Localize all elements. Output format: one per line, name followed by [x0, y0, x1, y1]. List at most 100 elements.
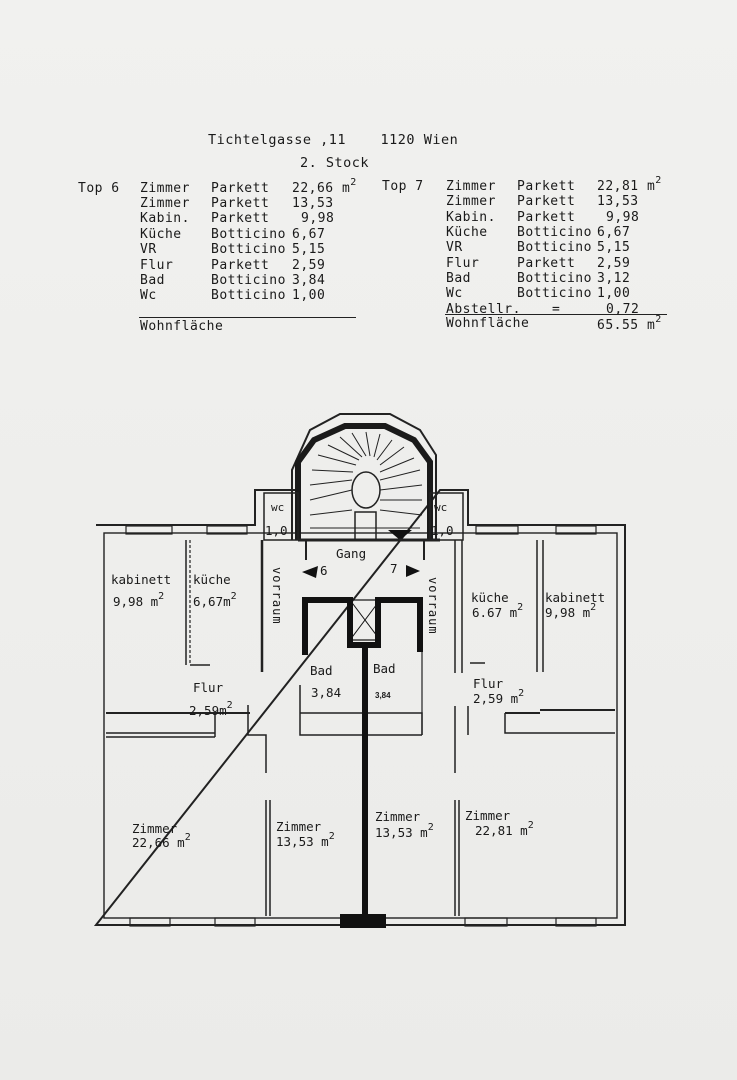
top6-room-5: Flur	[140, 258, 174, 273]
top6-floor-0: Parkett	[211, 181, 270, 196]
vorraum-right-label: vorraum	[426, 577, 440, 635]
top6-area-2: 9,98	[301, 211, 335, 226]
right-kabinett-label: kabinett	[545, 590, 606, 605]
right-flur-area: 2,59 m2	[473, 688, 525, 706]
window-mark	[214, 917, 256, 927]
top6-floor-3: Botticino	[211, 227, 286, 242]
top6-room-3: Küche	[140, 227, 182, 242]
top6-area-6: 3,84	[292, 273, 326, 288]
window-mark	[129, 917, 171, 927]
top6-label: Top 6	[78, 181, 120, 196]
top7-area-5: 2,59	[597, 256, 631, 271]
outer-wall	[93, 489, 626, 926]
top7-room-1: Zimmer	[446, 194, 496, 209]
top7-area-7: 1,00	[597, 286, 631, 301]
right-flur-label: Flur	[473, 676, 504, 691]
window-mark	[555, 917, 597, 927]
top6-room-7: Wc	[140, 288, 157, 303]
top7-floor-1: Parkett	[517, 194, 576, 209]
window-mark	[464, 917, 508, 927]
right-kueche-area: 6.67 m2	[472, 602, 524, 620]
wc-left-box	[263, 492, 299, 541]
door-7-label: 7	[390, 561, 398, 576]
top7-total-value: 65.55 m2	[597, 314, 662, 333]
right-kueche-label: küche	[471, 590, 509, 605]
wc-right-box	[429, 492, 464, 541]
window-mark	[555, 525, 597, 535]
left-zimmer1-area: 22,66 m2	[132, 832, 191, 850]
top6-floor-1: Parkett	[211, 196, 270, 211]
top7-room-0: Zimmer	[446, 179, 496, 194]
top6-area-4: 5,15	[292, 242, 326, 257]
top7-area-3: 6,67	[597, 225, 631, 240]
left-kueche-label: küche	[193, 572, 231, 587]
top6-total-label: Wohnfläche	[140, 319, 224, 334]
right-zimmer2-label: Zimmer	[465, 808, 511, 823]
top7-room-6: Bad	[446, 271, 471, 286]
top7-floor-7: Botticino	[517, 286, 592, 301]
left-kabinett-label: kabinett	[111, 572, 172, 587]
top7-room-4: VR	[446, 240, 463, 255]
top7-room-8: Abstellr.	[446, 302, 521, 317]
floor-line: 2. Stock	[300, 155, 370, 171]
top7-area-8: 0,72	[606, 302, 640, 317]
top7-floor-3: Botticino	[517, 225, 592, 240]
top7-area-2: 9,98	[606, 210, 640, 225]
top7-room-2: Kabin.	[446, 210, 496, 225]
left-flur-area: 2,59m2	[189, 700, 233, 718]
top7-floor-0: Parkett	[517, 179, 576, 194]
top7-room-5: Flur	[446, 256, 480, 271]
top6-area-3: 6,67	[292, 227, 326, 242]
top7-floor-4: Botticino	[517, 240, 592, 255]
top6-area-0: 22,66 m2	[292, 177, 357, 196]
top6-floor-7: Botticino	[211, 288, 286, 303]
gang-label: Gang	[336, 546, 367, 561]
top6-room-6: Bad	[140, 273, 165, 288]
top7-area-1: 13,53	[597, 194, 639, 209]
top7-floor-6: Botticino	[517, 271, 592, 286]
right-kabinett-area: 9,98 m2	[545, 602, 597, 620]
top6-sum-rule	[139, 317, 356, 318]
top6-room-0: Zimmer	[140, 181, 190, 196]
wc-left-label: wc	[271, 501, 285, 514]
left-flur-label: Flur	[193, 680, 224, 695]
door-arrows	[302, 565, 420, 578]
top6-floor-6: Botticino	[211, 273, 286, 288]
right-bad-label: Bad	[373, 661, 396, 676]
left-zimmer2-label: Zimmer	[276, 819, 322, 834]
left-zimmer2-area: 13,53 m2	[276, 831, 335, 849]
top7-room-7: Wc	[446, 286, 463, 301]
door-6-label: 6	[320, 563, 328, 578]
right-zimmer1-area: 13,53 m2	[375, 822, 434, 840]
top6-area-1: 13,53	[292, 196, 334, 211]
outer-wall-left-top	[96, 489, 298, 526]
top6-room-4: VR	[140, 242, 157, 257]
left-bad-area: 3,84	[311, 685, 342, 700]
window-mark	[125, 525, 173, 535]
vorraum-left-label: vorraum	[270, 567, 284, 625]
right-zimmer2-area: 22,81 m2	[475, 820, 534, 838]
top7-floor-5: Parkett	[517, 256, 576, 271]
top7-floor-2: Parkett	[517, 210, 576, 225]
top6-floor-4: Botticino	[211, 242, 286, 257]
left-bad-label: Bad	[310, 663, 333, 678]
window-mark	[206, 525, 248, 535]
top6-room-2: Kabin.	[140, 211, 190, 226]
top7-room-3: Küche	[446, 225, 488, 240]
top6-area-5: 2,59	[292, 258, 326, 273]
left-zimmer1-label: Zimmer	[132, 821, 178, 836]
top7-area-0: 22,81 m2	[597, 175, 662, 194]
left-kabinett-area: 9,98 m2	[113, 591, 165, 609]
top6-floor-5: Parkett	[211, 258, 270, 273]
top6-room-1: Zimmer	[140, 196, 190, 211]
top7-area-4: 5,15	[597, 240, 631, 255]
right-bad-area: 3,84	[375, 691, 391, 700]
top6-floor-2: Parkett	[211, 211, 270, 226]
address-line: Tichtelgasse ,11 1120 Wien	[208, 132, 459, 148]
top7-floor-8: =	[552, 302, 561, 317]
top7-area-6: 3,12	[597, 271, 631, 286]
top7-total-label: Wohnfläche	[446, 316, 530, 331]
wc-right-label: wc	[434, 501, 448, 514]
right-zimmer1-label: Zimmer	[375, 809, 421, 824]
